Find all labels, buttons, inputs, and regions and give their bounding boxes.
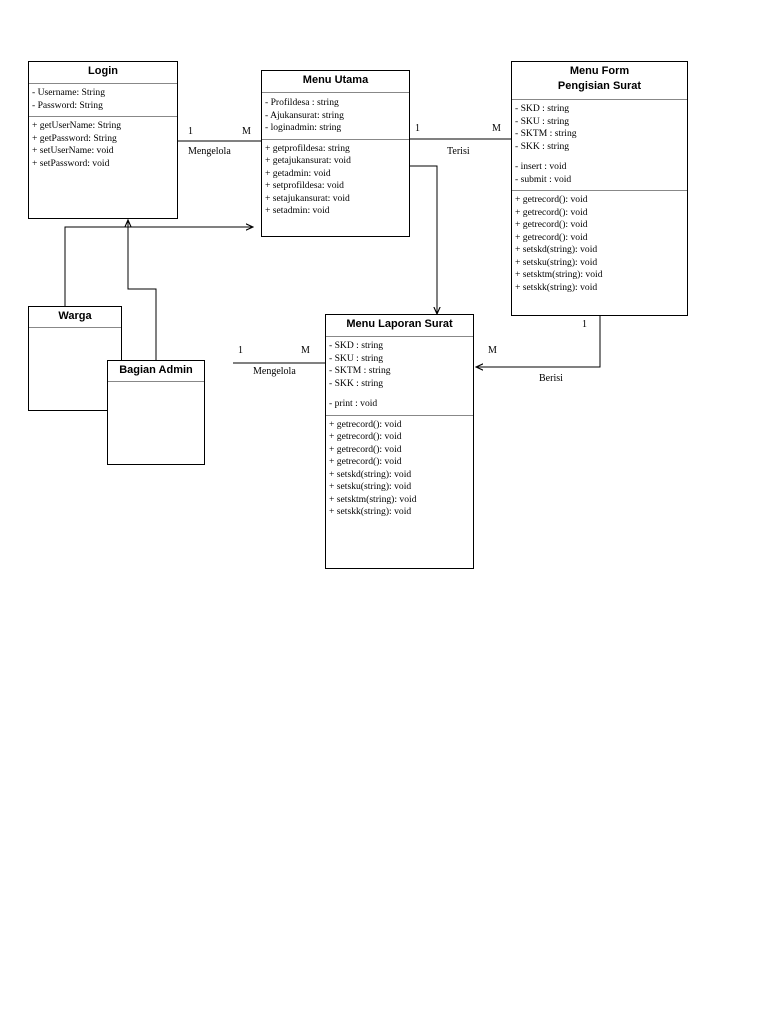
class-title-line: Menu Form <box>569 65 630 77</box>
class-bagian-admin: Bagian Admin <box>107 360 205 465</box>
class-title: Warga <box>29 307 121 328</box>
multiplicity-label: 1 <box>188 126 193 137</box>
attribute: - SKD : string <box>329 340 384 351</box>
method: + setsku(string): void <box>515 256 598 268</box>
method: + setPassword: void <box>32 157 110 169</box>
class-menu-utama: Menu Utama - Profildesa : string - Ajuka… <box>261 70 410 237</box>
method: + setUserName: void <box>32 145 114 156</box>
attribute: - Profildesa : string <box>265 97 339 108</box>
method-section: + getUserName: String + getPassword: Str… <box>29 117 177 174</box>
method-section: + getrecord(): void + getrecord(): void … <box>512 191 687 298</box>
admin-login-arrow <box>128 220 157 360</box>
method: + getprofildesa: string <box>265 142 350 154</box>
attribute-section: - Username: String - Password: String <box>29 84 177 117</box>
method-section: + getprofildesa: string + getajukansurat… <box>262 140 409 222</box>
method: + setskk(string): void <box>515 281 598 293</box>
class-title: Menu Laporan Surat <box>326 315 473 337</box>
class-menu-laporan: Menu Laporan Surat - SKD : string - SKU … <box>325 314 474 569</box>
method: + setadmin: void <box>265 205 330 216</box>
attribute: - SKTM : string <box>515 128 577 139</box>
class-title: Bagian Admin <box>108 361 204 382</box>
method-section: + getrecord(): void + getrecord(): void … <box>326 416 473 523</box>
class-login: Login - Username: String - Password: Str… <box>28 61 178 219</box>
multiplicity-label: M <box>301 345 310 356</box>
class-title: Menu Utama <box>262 71 409 93</box>
multiplicity-label: M <box>488 345 497 356</box>
method: + getPassword: String <box>32 132 117 144</box>
attribute: - SKD : string <box>515 103 570 114</box>
method: + getUserName: String <box>32 120 122 131</box>
menu-laporan-arrow <box>410 165 437 314</box>
attribute-section: - Profildesa : string - Ajukansurat: str… <box>262 93 409 140</box>
multiplicity-label: M <box>242 126 251 137</box>
method: + setsktm(string): void <box>329 493 417 505</box>
attribute-section: - SKD : string - SKU : string - SKTM : s… <box>512 100 687 191</box>
multiplicity-label: 1 <box>582 319 587 330</box>
attribute: - loginadmin: string <box>265 122 342 133</box>
attribute: - SKTM : string <box>329 365 391 376</box>
method: + setsktm(string): void <box>515 269 603 280</box>
operation: - insert : void <box>515 161 567 172</box>
multiplicity-label: 1 <box>415 123 420 134</box>
method: + getrecord(): void <box>329 443 402 455</box>
association-label: Mengelola <box>188 146 231 157</box>
association-label: Berisi <box>539 373 563 384</box>
method: + setskd(string): void <box>515 244 598 255</box>
attribute: - SKU : string <box>515 115 570 127</box>
method: + getajukansurat: void <box>265 155 351 166</box>
attribute: - SKK : string <box>515 140 570 152</box>
class-warga: Warga <box>28 306 122 411</box>
attribute: - SKU : string <box>329 352 384 364</box>
method: + setsku(string): void <box>329 481 412 492</box>
association-label: Terisi <box>447 146 470 157</box>
attribute: - SKK : string <box>329 377 384 389</box>
attribute: - Password: String <box>32 99 103 111</box>
method: + setprofildesa: void <box>265 180 344 191</box>
method: + getadmin: void <box>265 167 331 179</box>
multiplicity-label: M <box>492 123 501 134</box>
multiplicity-label: 1 <box>238 345 243 356</box>
form-laporan-arrow <box>476 316 601 367</box>
method: + getrecord(): void <box>329 431 402 442</box>
method: + getrecord(): void <box>515 206 588 218</box>
attribute: - Ajukansurat: string <box>265 109 344 121</box>
method: + getrecord(): void <box>515 194 588 205</box>
method: + getrecord(): void <box>329 418 402 430</box>
method: + setskk(string): void <box>329 506 412 517</box>
attribute-section: - SKD : string - SKU : string - SKTM : s… <box>326 337 473 416</box>
method: + getrecord(): void <box>329 456 402 467</box>
class-menu-form: Menu Form Pengisian Surat - SKD : string… <box>511 61 688 316</box>
warga-menu-arrow <box>64 227 253 306</box>
attribute: - Username: String <box>32 87 106 98</box>
class-title-line: Pengisian Surat <box>557 80 642 92</box>
method: + setajukansurat: void <box>265 192 350 204</box>
operation: - submit : void <box>515 173 572 185</box>
method: + getrecord(): void <box>515 231 588 243</box>
association-label: Mengelola <box>253 366 296 377</box>
operation: - print : void <box>329 398 378 409</box>
method: + getrecord(): void <box>515 219 588 230</box>
class-title: Login <box>29 62 177 84</box>
class-title: Menu Form Pengisian Surat <box>512 62 687 100</box>
method: + setskd(string): void <box>329 468 412 480</box>
